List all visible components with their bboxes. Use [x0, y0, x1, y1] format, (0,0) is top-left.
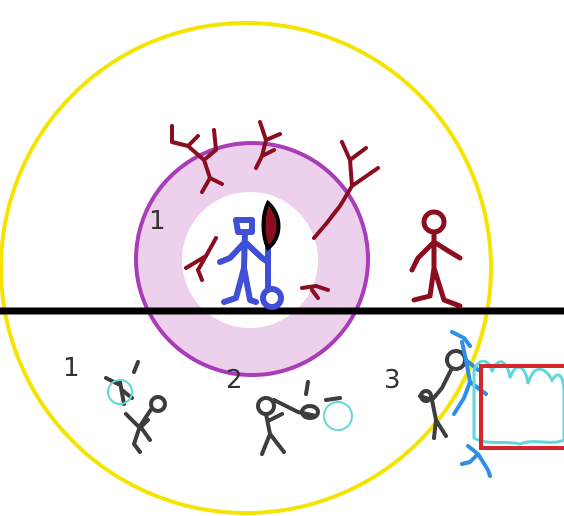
cyan-scribble-step-1 — [107, 379, 133, 405]
step-2-label: 2 — [226, 365, 243, 395]
red-rectangle — [479, 364, 564, 450]
inner-white-core — [182, 192, 318, 328]
blue-scribble-figure — [450, 330, 492, 478]
red-figure-left-top — [170, 124, 224, 194]
ring-label: 1 — [149, 206, 166, 236]
gray-figure-step-3 — [418, 349, 467, 440]
gray-figure-step-1 — [104, 360, 167, 454]
step-3-label: 3 — [384, 365, 401, 395]
red-stick-figure-standing — [409, 209, 463, 309]
red-figure-right-top — [312, 140, 380, 240]
gray-figure-step-2 — [256, 380, 342, 456]
cyan-scribble-block — [472, 359, 564, 446]
red-figure-left-inner — [184, 236, 218, 282]
red-figure-top-center — [254, 120, 282, 170]
red-shield-shape — [261, 199, 281, 252]
step-1-label: 1 — [63, 353, 80, 383]
red-figure-bottom-inner — [300, 284, 330, 300]
inner-purple-ring-stroke — [134, 141, 370, 377]
outer-yellow-circle — [0, 21, 493, 515]
cyan-scribble-step-2 — [323, 401, 353, 431]
